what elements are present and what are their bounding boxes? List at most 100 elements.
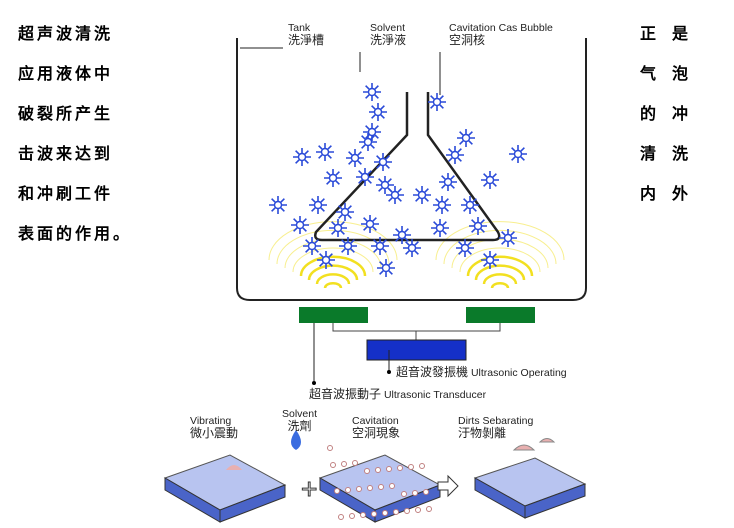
ultrasonic-wave	[323, 281, 343, 289]
transducer-label: 超音波振動子 Ultrasonic Transducer	[309, 388, 486, 401]
bubble-icon	[431, 219, 449, 237]
right-char: 是	[672, 24, 689, 43]
generator-box	[366, 339, 467, 361]
transducer-label-zh: 超音波振動子	[309, 387, 382, 401]
cavitation-dot	[341, 461, 347, 467]
bubble-icon	[316, 143, 334, 161]
bubble-label-en: Cavitation Cas Bubble	[449, 22, 553, 34]
bubble-icon	[386, 186, 404, 204]
cavitation-dot	[356, 486, 362, 492]
bubble-icon	[509, 145, 527, 163]
ultrasonic-wave	[451, 238, 549, 269]
ultrasonic-wave	[276, 229, 390, 265]
cavitation-dot	[338, 514, 344, 520]
bubble-icon	[309, 196, 327, 214]
ultrasonic-wave	[443, 229, 557, 265]
ultrasonic-wave	[459, 247, 541, 273]
cavitation-dot	[426, 506, 432, 512]
cavitation-dot	[408, 464, 414, 470]
bubble-icon	[303, 237, 321, 255]
bubble-label-zh: 空洞核	[449, 33, 486, 47]
ultrasonic-wave	[315, 273, 351, 285]
bubble-icon	[393, 226, 411, 244]
cavitation-dot	[386, 466, 392, 472]
bubble-icon	[317, 251, 335, 269]
cavitation-dot	[393, 509, 399, 515]
right-char: 外	[672, 184, 689, 203]
bubble-icon	[336, 203, 354, 221]
step-en: Vibrating	[190, 415, 232, 427]
bubble-icon	[481, 251, 499, 269]
solvent-label-zh: 洗淨液	[370, 33, 407, 47]
cavitation-dot	[389, 483, 395, 489]
cavitation-dot	[334, 488, 340, 494]
cavitation-dot	[360, 512, 366, 518]
bubble-icon	[371, 237, 389, 255]
left-line: 超声波清洗	[18, 24, 114, 43]
generator-label-zh: 超音波發振機	[396, 365, 469, 379]
cavitation-dot	[327, 445, 333, 451]
cavitation-dot	[345, 487, 351, 493]
bubble-icon	[346, 149, 364, 167]
bubble-icon	[461, 196, 479, 214]
bubble-icon	[481, 171, 499, 189]
cavitation-dot	[375, 467, 381, 473]
left-line: 和冲刷工件	[18, 184, 114, 203]
cavitation-dot	[404, 508, 410, 514]
cavitation-dot	[401, 491, 407, 497]
cavitation-dot	[352, 460, 358, 466]
ultrasonic-wave	[466, 255, 534, 277]
bubble-icon	[369, 103, 387, 121]
bubble-icon	[291, 216, 309, 234]
left-line: 破裂所产生	[18, 104, 114, 123]
cavitation-dot	[364, 468, 370, 474]
step-en: Solvent	[282, 408, 318, 420]
tank-label-en: Tank	[288, 22, 311, 34]
step-zh: 微小震動	[190, 426, 239, 440]
cavitation-dot	[371, 511, 377, 517]
cavitation-dot	[367, 485, 373, 491]
left-line: 击波来达到	[18, 144, 114, 163]
cavitation-dot	[382, 510, 388, 516]
right-char: 的	[640, 104, 657, 123]
transducer-label-en: Ultrasonic Transducer	[383, 389, 487, 401]
right-char: 气	[640, 64, 657, 83]
bubble-icon	[363, 83, 381, 101]
bubble-icon	[324, 169, 342, 187]
bubble-icon	[329, 219, 347, 237]
cavitation-dot	[349, 513, 355, 519]
cavitation-dot	[330, 462, 336, 468]
ultrasonic-wave	[474, 264, 526, 281]
cavitation-dot	[412, 490, 418, 496]
bubble-icon	[339, 237, 357, 255]
left-line: 应用液体中	[18, 64, 114, 83]
bubble-icon	[428, 93, 446, 111]
bubble-icon	[446, 146, 464, 164]
ultrasonic-wave	[299, 255, 367, 277]
ultrasonic-wave	[482, 273, 518, 285]
plus-icon: +	[300, 477, 318, 502]
bubble-icon	[374, 153, 392, 171]
ultrasonic-wave	[435, 221, 565, 261]
transducer-right	[466, 307, 535, 323]
tank-label-zh: 洗淨槽	[288, 33, 325, 47]
right-char: 正	[640, 24, 657, 43]
bubble-icon	[403, 239, 421, 257]
step-zh: 空洞現象	[352, 426, 401, 440]
bubble-icon	[356, 168, 374, 186]
flask	[314, 92, 501, 242]
ultrasonic-wave	[284, 238, 382, 269]
cavitation-dot	[419, 463, 425, 469]
bubble-icon	[499, 229, 517, 247]
ultrasonic-wave	[490, 281, 510, 289]
arrow-right-icon	[437, 474, 459, 498]
right-char: 内	[640, 184, 657, 203]
process-illustration: +	[163, 430, 587, 523]
bubble-icon	[413, 186, 431, 204]
